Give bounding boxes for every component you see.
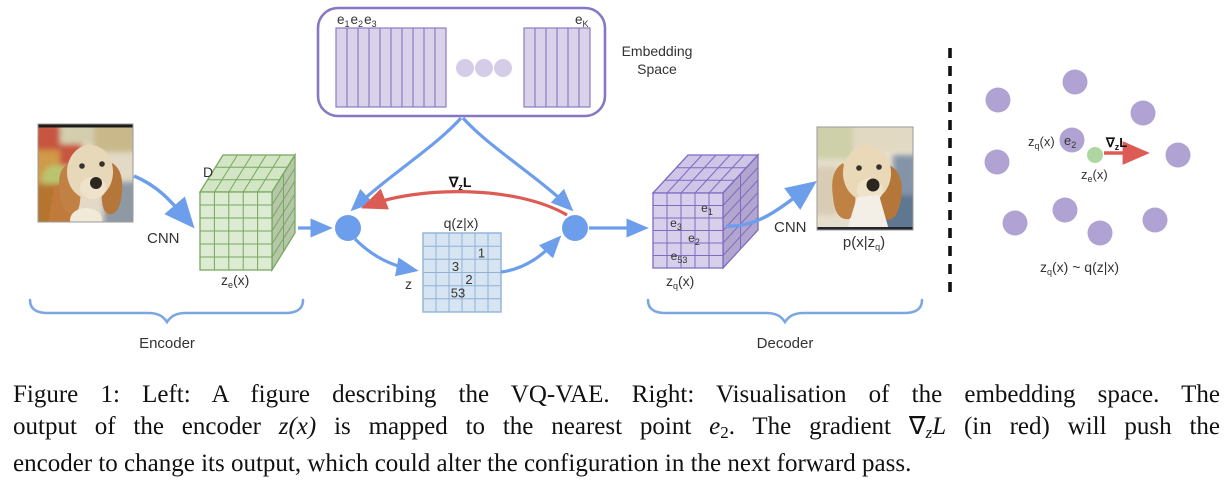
dog2-right-eye [876,164,882,170]
decoder-cell-e2: e2 [688,231,700,247]
output-dog-image [816,126,914,231]
ze-label: ze(x) [221,272,249,290]
input-dog-image [37,123,134,223]
figure-caption: Figure 1: Left: A figure describing the … [13,379,1220,480]
embedding-to-right-node-arrow [461,116,574,212]
decoder-cnn-arrow [725,180,817,228]
left-node [335,215,361,241]
dog2-nose [866,178,880,192]
caption-line-1: Figure 1: Left: A figure describing the … [13,381,1220,408]
right-e2-label: e2 [1064,133,1076,150]
ze-dot [1087,147,1103,163]
right-gradient-label: ∇zL [1105,135,1127,152]
pxzq-label: p(x|zq) [843,234,885,252]
decoder-brace-label: Decoder [757,335,814,352]
dog1-nose [90,177,102,189]
right-bottom-label: zq(x) ~ q(z|x) [1040,259,1119,277]
latent-grid-title: q(z|x) [444,215,479,231]
embedding-e123-label: e1e2e3 [337,12,377,29]
embedding-space-title-line1: Embedding [622,43,693,59]
embedding-eK-label: eK [575,12,589,29]
latent-cell-1: 1 [478,246,485,261]
dog2-left-eye [856,165,862,171]
dog1-left-ear [59,164,81,215]
gradient-arrow [361,188,568,217]
codebook-dots [984,69,1191,246]
right-ze-label: ze(x) [1081,167,1108,184]
decoder-input-cube: e1 e3 e2 e53 [651,153,760,270]
caption-line-2: output of the encoder z(x) is mapped to … [13,412,1221,442]
vqvae-diagram: e1e2e3 eK Embedding Space [28,6,1191,352]
latent-cell-2: 2 [465,272,472,287]
gradient-label: ∇zL [448,174,472,192]
embedding-space-title-line2: Space [637,61,677,77]
caption-math-zx: z(x) [278,412,317,440]
embedding-visualisation: zq(x) e2 ∇zL ze(x) zq(x) ~ q(z|x) [984,69,1191,277]
decoder-cell-e1: e1 [701,201,713,217]
right-zq-label: zq(x) [1028,134,1055,151]
decoder-cell-e3: e3 [670,216,682,232]
encoder-brace [28,298,305,325]
cube-depth-label: D [203,164,213,180]
latent-cell-53: 53 [451,286,465,301]
right-node [562,215,588,241]
embedding-space-box: e1e2e3 eK [316,6,607,118]
e2-dot [1059,127,1085,153]
z-label: z [405,276,412,292]
grid-to-node-arrow [500,235,562,274]
encoder-brace-label: Encoder [139,335,195,352]
decoder-cell-e53: e53 [671,249,688,265]
embedding-ellipsis-dots [456,59,512,77]
caption-math-nabla: ∇ [908,412,926,440]
encoder-cnn-label: CNN [147,230,180,247]
embedding-columns-right [523,27,591,108]
node-to-grid-arrow [353,237,419,277]
latent-cell-3: 3 [452,259,459,274]
encoder-output-cube [198,152,297,273]
caption-math-e2: e [709,412,721,440]
dog1-left-eye [79,163,85,169]
encoder-cnn-arrow [133,174,195,229]
dog2-chest [847,195,889,230]
dog1-chest [70,208,102,222]
decoder-cnn-label: CNN [774,219,807,236]
embedding-columns-left [335,27,447,108]
zq-label: zq(x) [666,273,694,291]
latent-grid: 1 3 2 53 [422,232,502,313]
decoder-brace [646,298,924,325]
caption-line-3: encoder to change its output, which coul… [13,450,912,477]
dog1-right-eye [99,161,105,167]
